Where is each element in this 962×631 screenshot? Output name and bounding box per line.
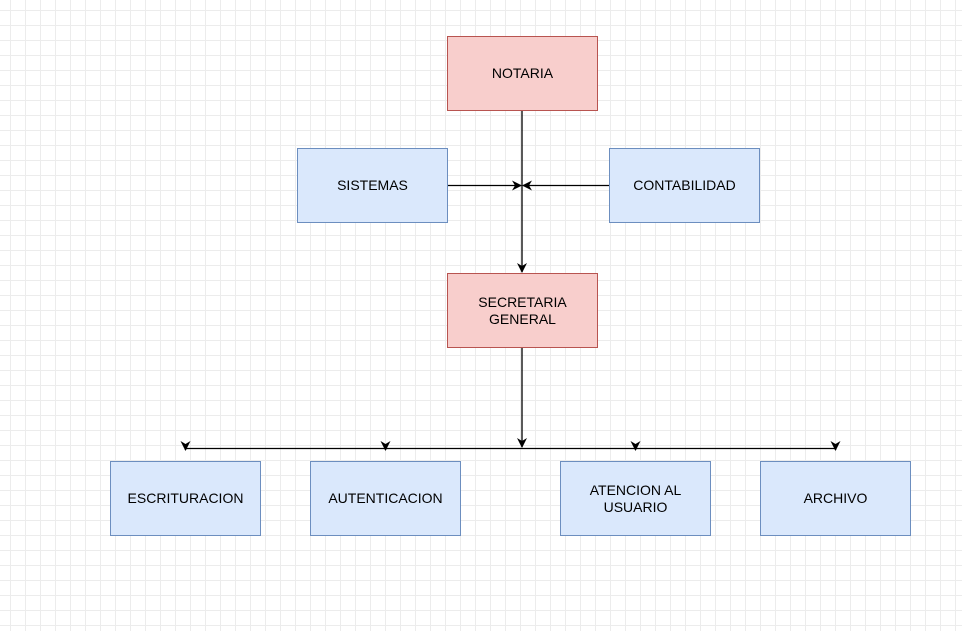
node-escrituracion[interactable]: ESCRITURACION (110, 461, 261, 536)
node-atencion-al-usuario-label: ATENCION AL USUARIO (589, 481, 682, 515)
node-secretaria-general[interactable]: SECRETARIA GENERAL (447, 273, 598, 348)
node-archivo[interactable]: ARCHIVO (760, 461, 911, 536)
node-atencion-al-usuario[interactable]: ATENCION AL USUARIO (560, 461, 711, 536)
node-sistemas[interactable]: SISTEMAS (297, 148, 448, 223)
node-archivo-label: ARCHIVO (803, 490, 868, 506)
node-autenticacion-label: AUTENTICACION (328, 490, 443, 506)
node-notaria-label: NOTARIA (491, 65, 554, 81)
node-contabilidad[interactable]: CONTABILIDAD (609, 148, 760, 223)
node-secretaria-general-label: SECRETARIA GENERAL (478, 293, 567, 327)
node-notaria[interactable]: NOTARIA (447, 36, 598, 111)
node-autenticacion[interactable]: AUTENTICACION (310, 461, 461, 536)
node-contabilidad-label: CONTABILIDAD (633, 177, 736, 193)
node-sistemas-label: SISTEMAS (337, 177, 408, 193)
node-escrituracion-label: ESCRITURACION (127, 490, 244, 506)
